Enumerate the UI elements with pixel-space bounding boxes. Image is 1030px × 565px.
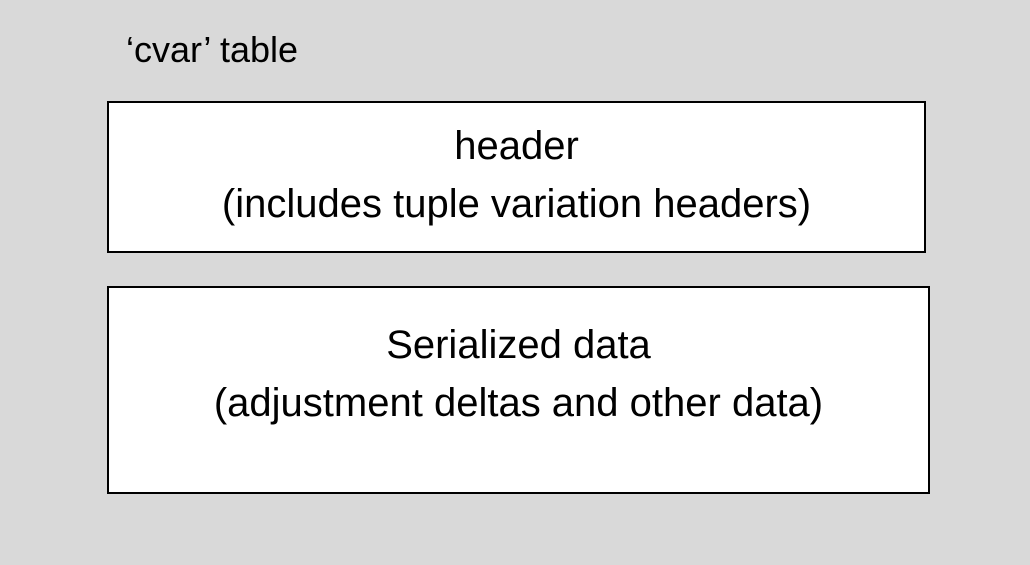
serialized-data-box-subtitle: (adjustment deltas and other data) bbox=[213, 381, 824, 425]
serialized-data-box-title: Serialized data bbox=[386, 323, 651, 367]
header-box-title: header bbox=[454, 124, 579, 168]
header-box-subtitle: (includes tuple variation headers) bbox=[221, 182, 812, 226]
header-box: header (includes tuple variation headers… bbox=[107, 101, 926, 253]
serialized-data-box: Serialized data (adjustment deltas and o… bbox=[107, 286, 930, 494]
diagram-title: ‘cvar’ table bbox=[126, 29, 299, 70]
